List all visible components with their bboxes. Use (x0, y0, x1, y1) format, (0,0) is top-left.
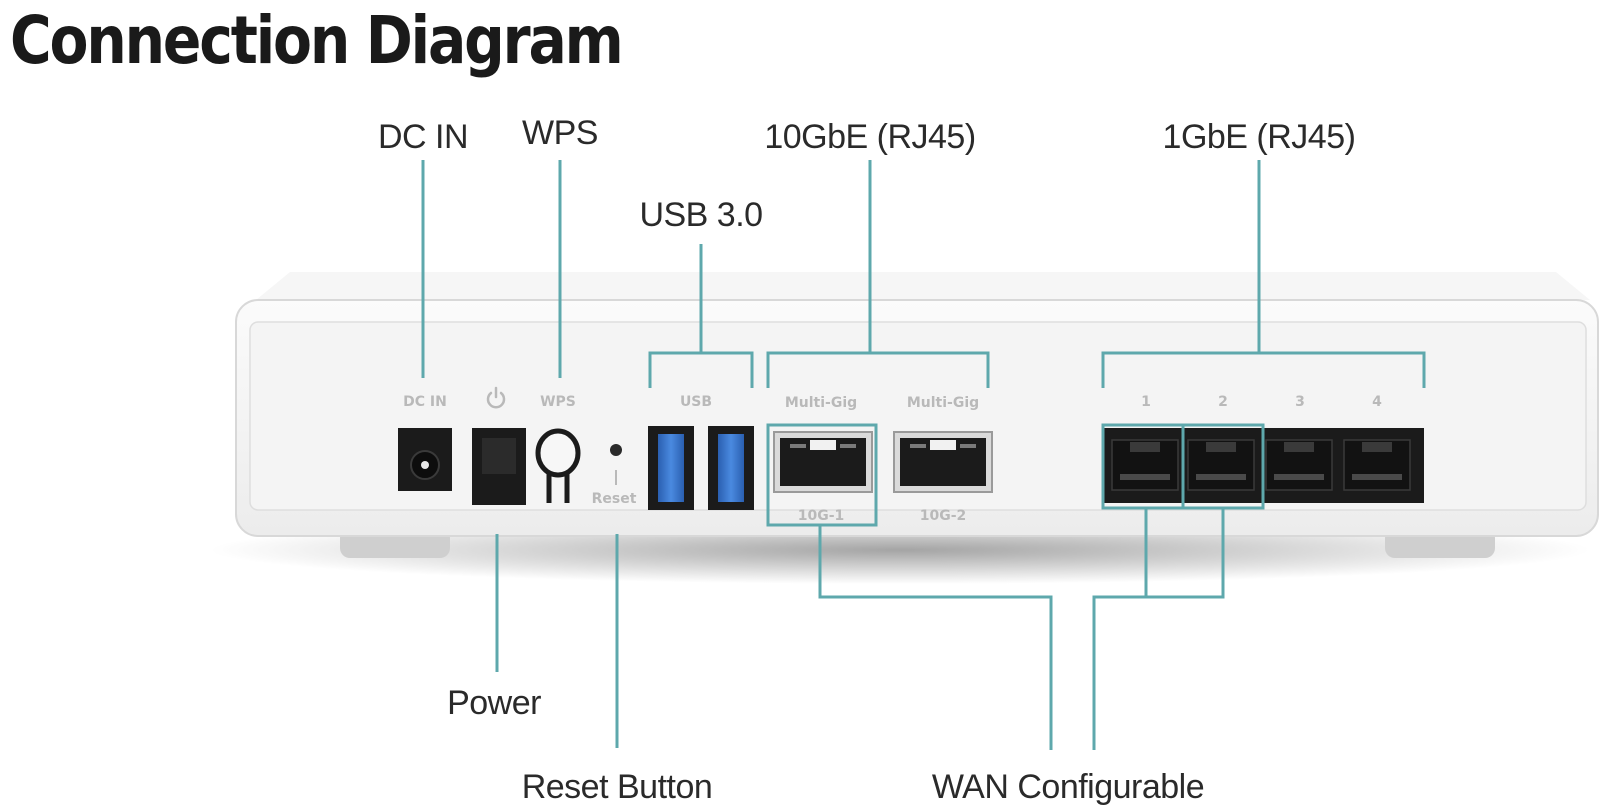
usb-port-2[interactable] (708, 426, 754, 510)
port-1gbe-4[interactable] (1343, 439, 1411, 491)
panel-label-port-4: 4 (1372, 394, 1382, 410)
device: DC IN WPS Reset (210, 272, 1599, 584)
reset-pinhole[interactable] (610, 444, 622, 485)
callout-usb: USB 3.0 (639, 196, 763, 234)
panel-label-multigig-1: Multi-Gig (785, 395, 857, 411)
power-switch[interactable] (472, 428, 526, 505)
leader-wan-10g (818, 525, 1053, 750)
callout-reset: Reset Button (521, 768, 713, 806)
port-1gbe-3[interactable] (1265, 439, 1333, 491)
diagram-title: Connection Diagram (10, 2, 624, 79)
power-symbol-icon (486, 386, 506, 409)
panel-label-port-3: 3 (1295, 394, 1305, 410)
callout-power: Power (447, 684, 541, 722)
highlight-10g-1 (766, 423, 878, 527)
leader-10gbe (766, 160, 990, 388)
callout-10gbe: 10GbE (RJ45) (764, 118, 976, 156)
dc-in-jack (398, 428, 452, 491)
callout-wps: WPS (522, 114, 598, 152)
panel-label-port-1: 1 (1141, 394, 1151, 410)
leader-wan-1gbe (1092, 508, 1225, 750)
leader-usb (648, 244, 754, 388)
port-1gbe-1[interactable] (1111, 439, 1179, 491)
callout-lines (421, 160, 1426, 750)
panel-label-port-2: 2 (1218, 394, 1228, 410)
callout-wan: WAN Configurable (931, 768, 1205, 806)
panel-label-10g-2: 10G-2 (920, 508, 967, 524)
usb-port-1[interactable] (648, 426, 694, 510)
callout-1gbe: 1GbE (RJ45) (1162, 118, 1356, 156)
panel-label-10g-1: 10G-1 (798, 508, 845, 524)
panel-label-usb: USB (680, 394, 712, 410)
wps-button[interactable] (535, 428, 581, 503)
port-10g-1[interactable] (773, 431, 873, 493)
device-top (256, 272, 1590, 300)
port-1gbe-2[interactable] (1187, 439, 1255, 491)
port-10g-2[interactable] (893, 431, 993, 493)
panel-label-multigig-2: Multi-Gig (907, 395, 979, 411)
leader-1gbe (1101, 160, 1426, 388)
panel-label-dc-in: DC IN (403, 394, 447, 410)
panel-label-reset: Reset (592, 491, 637, 507)
panel-label-wps: WPS (540, 394, 576, 410)
callout-dc-in: DC IN (377, 118, 469, 156)
